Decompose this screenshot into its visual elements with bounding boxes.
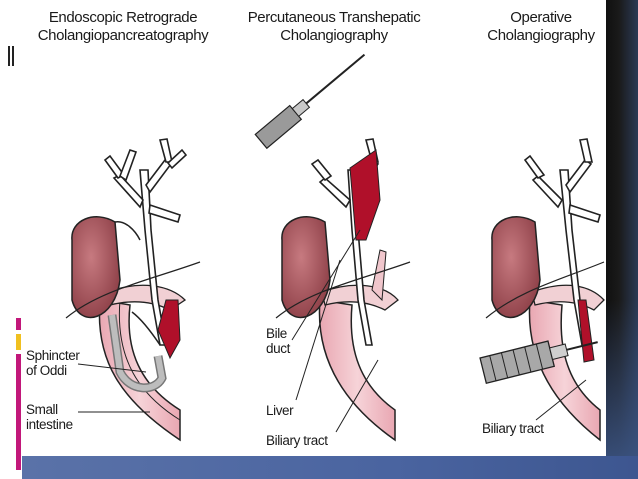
panel-2-title-line2: Cholangiography [280, 27, 388, 44]
panel-1-title-line1: Endoscopic Retrograde [48, 9, 198, 26]
frame-mark [12, 46, 14, 66]
label-intestine-line1: Small [26, 402, 58, 417]
label-biliary-tract-ptc: Biliary tract [266, 433, 328, 448]
accent-bar-magenta [16, 354, 21, 470]
panel-ercp-drawing [65, 138, 201, 442]
label-sphincter-line2: of Oddi [26, 363, 67, 378]
panel-3-title-line2: Cholangiography [487, 27, 595, 44]
label-biliary-tract-operative: Biliary tract [482, 421, 544, 436]
panel-1-title-line2: Cholangiopancreatography [37, 27, 209, 44]
label-liver: Liver [266, 403, 294, 418]
gallbladder [71, 216, 121, 319]
label-bile-line1: Bile [266, 326, 287, 341]
panel-2-title-line1: Percutaneous Transhepatic [247, 9, 421, 26]
frame-mark [8, 46, 10, 66]
label-sphincter-line1: Sphincter [26, 348, 80, 363]
label-bile-line2: duct [266, 341, 290, 356]
panel-ptc-drawing [254, 53, 411, 442]
label-sphincter-of-oddi: Sphincter of Oddi [26, 348, 80, 378]
liver-outline [65, 261, 201, 319]
accent-bar-yellow [16, 334, 21, 350]
label-small-intestine: Small intestine [26, 402, 73, 432]
needle [254, 53, 366, 150]
accent-bar-magenta-top [16, 318, 21, 330]
contrast-fill [157, 299, 181, 360]
label-intestine-line2: intestine [26, 417, 73, 432]
frame-right-dark [606, 0, 638, 479]
panel-2-title: Percutaneous Transhepatic Cholangiograph… [238, 9, 430, 45]
panel-1-title: Endoscopic Retrograde Cholangiopancreato… [24, 9, 222, 45]
label-bile-duct: Bile duct [266, 326, 290, 356]
panel-operative-drawing [479, 138, 605, 442]
left-margin [0, 0, 22, 479]
syringe [479, 340, 598, 385]
panel-3-title: Operative Cholangiography [480, 9, 602, 45]
panel-3-title-line1: Operative [510, 9, 572, 26]
frame-bottom-band [22, 456, 638, 479]
